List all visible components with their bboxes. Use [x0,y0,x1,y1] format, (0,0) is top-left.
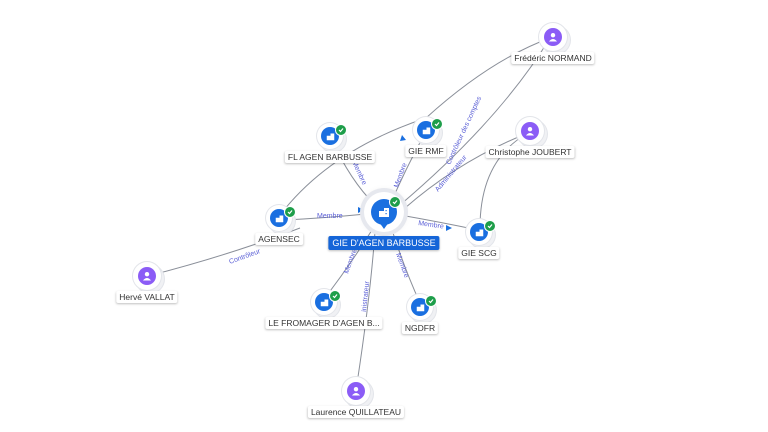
edge-fl-agen [331,139,376,206]
node-label[interactable]: AGENSEC [255,233,303,245]
arrow-head [358,207,364,213]
node-label[interactable]: GIE RMF [405,145,447,157]
arrow-head [446,225,452,231]
verified-check-icon [329,290,341,302]
edge-agensec [284,213,367,221]
node-label[interactable]: Laurence QUILLATEAU [307,406,405,418]
verified-check-icon [284,206,296,218]
building-icon [270,209,288,227]
edge-label-normand: Contrôleur des comptes [445,95,483,166]
node-label[interactable]: LE FROMAGER D'AGEN B... [265,317,383,329]
building-icon [315,293,333,311]
edge-joubert [404,132,529,209]
building-icon [321,127,339,145]
node-label[interactable]: NGDFR [401,322,439,334]
pin-tip [379,222,389,229]
building-icon [470,223,488,241]
building-icon [411,298,429,316]
person-icon [347,382,365,400]
center-node-label[interactable]: GIE D'AGEN BARBUSSE [328,236,440,250]
edge-label-ngdfr: Membre [394,252,409,279]
node-label[interactable]: Frédéric NORMAND [511,52,595,64]
person-icon [521,122,539,140]
verified-check-icon [335,124,347,136]
edge-label-gie-scg: Membre [418,220,445,231]
node-label[interactable]: Christophe JOUBERT [485,146,575,158]
edge-label-quillateau: inistrateur [361,280,371,312]
node-label[interactable]: GIE SCG [458,247,500,259]
verified-check-icon [389,196,401,208]
edge-label-fl-agen: Membre [350,160,367,186]
node-label[interactable]: FL AGEN BARBUSSE [284,151,376,163]
person-icon [138,267,156,285]
edge-label-fromager: Membre [343,248,358,275]
building-icon [417,121,435,139]
edge-label-agensec: Membre [317,213,343,220]
node-label[interactable]: Hervé VALLAT [116,291,178,303]
edge-label-vallat: Contrôleur [228,248,262,266]
verified-check-icon [431,118,443,130]
verified-check-icon [484,220,496,232]
arrow-head [400,135,406,141]
edge-label-gie-rmf: Membre [393,162,408,189]
verified-check-icon [425,295,437,307]
person-icon [544,28,562,46]
